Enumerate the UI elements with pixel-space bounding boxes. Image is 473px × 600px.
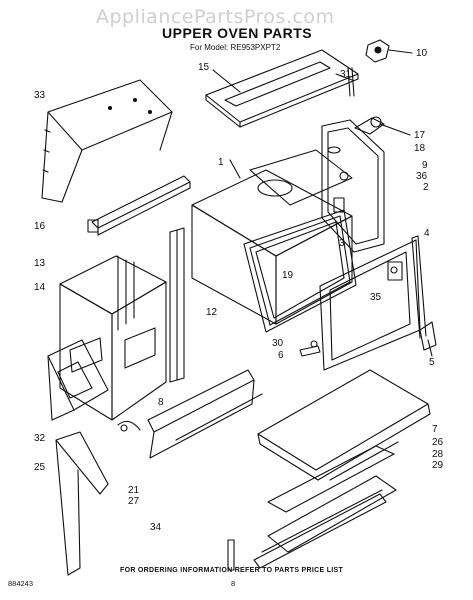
callout-12: 12 — [206, 307, 218, 318]
part-3-gasket — [243, 209, 357, 333]
callout-5: 5 — [429, 357, 435, 368]
part-16-rail — [87, 175, 191, 236]
callout-15: 15 — [198, 62, 210, 73]
callout-34: 34 — [150, 522, 162, 533]
callout-26: 26 — [432, 437, 444, 448]
part-25-base — [55, 431, 109, 576]
part-7-26-28-29-panel — [253, 369, 431, 569]
page-number: 8 — [231, 579, 236, 588]
callout-1: 1 — [218, 157, 224, 168]
model-line: For Model: RE953PXPT2 — [190, 43, 281, 52]
callout-32: 32 — [34, 433, 46, 444]
callout-7: 7 — [432, 424, 438, 435]
part-31-strip — [347, 67, 355, 97]
callout-30: 30 — [272, 338, 284, 349]
part-35-door-liner — [319, 239, 421, 371]
part-33-side-panel — [41, 79, 173, 203]
part-5-clip — [419, 321, 437, 357]
callout-14: 14 — [34, 282, 46, 293]
callout-25: 25 — [34, 462, 46, 473]
callout-4: 4 — [424, 228, 430, 239]
callout-16: 16 — [34, 221, 46, 232]
callout-3: 3 — [339, 238, 345, 249]
callout-18: 18 — [414, 143, 426, 154]
part-34-rod — [227, 539, 235, 571]
callout-9: 9 — [422, 160, 428, 171]
part-9-flange — [321, 119, 385, 253]
callout-35: 35 — [370, 292, 382, 303]
callout-6: 6 — [278, 350, 284, 361]
callout-13: 13 — [34, 258, 46, 269]
callout-27: 27 — [128, 496, 140, 507]
callout-28: 28 — [432, 449, 444, 460]
watermark: AppliancePartsPros.com — [96, 6, 335, 28]
part-8-21-27-rail — [117, 369, 263, 459]
part-13-14-cabinet — [59, 255, 167, 421]
part-1-oven-cavity — [191, 149, 353, 325]
part-30-6-fasteners — [299, 340, 321, 357]
callout-33: 33 — [34, 90, 46, 101]
callout-31: 31 — [340, 69, 352, 80]
part-32-lower-panel — [47, 339, 109, 421]
part-12-column — [169, 227, 185, 383]
part-17-18-thermostat — [354, 116, 411, 136]
diagram-title: UPPER OVEN PARTS — [162, 25, 313, 41]
callout-17: 17 — [414, 130, 426, 141]
part-4-strip — [411, 235, 427, 339]
callout-10: 10 — [416, 48, 428, 59]
callout-2: 2 — [423, 182, 429, 193]
callout-8: 8 — [158, 397, 164, 408]
callout-36: 36 — [416, 171, 428, 182]
part-10-bracket — [365, 39, 413, 63]
ordering-note: FOR ORDERING INFORMATION REFER TO PARTS … — [120, 567, 344, 574]
document-number: 884243 — [8, 579, 34, 588]
part-15-top-panel — [205, 49, 359, 128]
callout-21: 21 — [128, 485, 140, 496]
callout-29: 29 — [432, 460, 444, 471]
callout-19: 19 — [282, 270, 294, 281]
